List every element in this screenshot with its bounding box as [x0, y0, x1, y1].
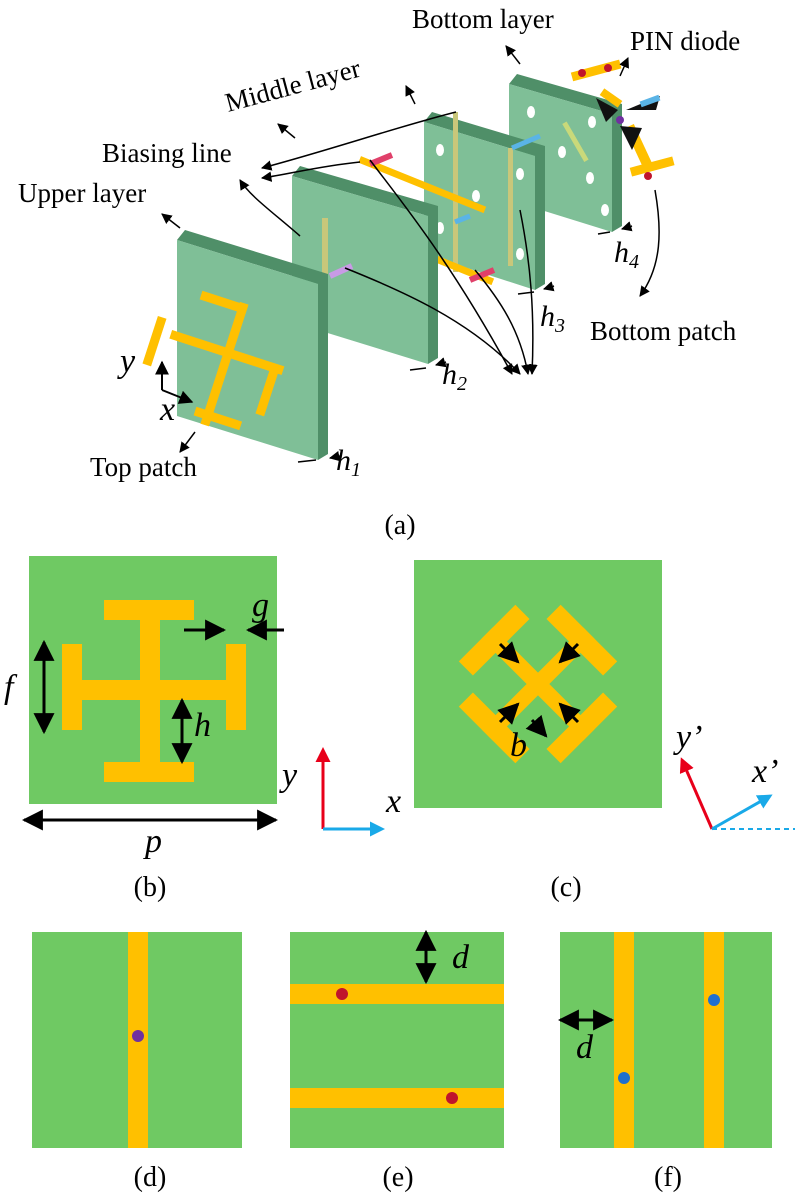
dim-b: b — [510, 727, 527, 764]
pin-diode-icon — [596, 98, 618, 122]
dim-d-e: d — [452, 939, 470, 976]
panel-e: d (e) — [290, 929, 504, 1193]
thickness-ticks — [297, 221, 633, 463]
panel-f: d (f) — [557, 932, 772, 1193]
svg-text:h1: h1 — [336, 444, 361, 481]
caption-c: (c) — [550, 872, 581, 903]
biasing-line-label: Biasing line — [102, 138, 232, 168]
upper-layer-label: Upper layer — [18, 178, 146, 208]
dim-p: p — [143, 823, 162, 860]
middle-layer-label: Middle layer — [222, 53, 364, 118]
bottom-layer-label: Bottom layer — [412, 4, 554, 34]
axis-y-b: y — [279, 757, 298, 794]
caption-e: (e) — [382, 1162, 413, 1193]
axis-y-label: y — [117, 343, 136, 380]
svg-text:h4: h4 — [614, 236, 639, 273]
dim-d-f: d — [576, 1029, 594, 1066]
caption-f: (f) — [654, 1162, 682, 1193]
panel-d: (d) — [32, 932, 242, 1193]
dim-g: g — [252, 587, 269, 624]
bottom-patch — [570, 59, 675, 180]
exploded-view: y x Bottom layer — [18, 4, 740, 541]
svg-text:h2: h2 — [442, 358, 467, 395]
pin-diode-label: PIN diode — [630, 26, 740, 56]
thickness-labels: h1 h2 h3 h4 — [336, 236, 639, 481]
axis-x-b: x — [385, 783, 401, 820]
svg-text:h3: h3 — [540, 300, 565, 337]
top-patch-label: Top patch — [90, 452, 197, 482]
caption-d: (d) — [134, 1162, 167, 1193]
axes-a: y x — [117, 343, 194, 428]
caption-b: (b) — [134, 872, 167, 903]
axis-yp-c: y’ — [673, 719, 702, 756]
dim-f: f — [4, 669, 18, 706]
axis-xp-c: x’ — [751, 753, 778, 790]
panel-b: f g h p y x (b) — [4, 556, 401, 903]
middle-layer-slab — [358, 112, 545, 290]
axis-x-label: x — [159, 391, 175, 428]
leader-lines — [161, 45, 660, 453]
dim-h: h — [194, 707, 211, 744]
panel-c: b y’ x’ (c) — [414, 560, 795, 903]
top-patch — [142, 290, 285, 431]
caption-a: (a) — [384, 510, 415, 541]
bottom-patch-label: Bottom patch — [590, 316, 737, 346]
